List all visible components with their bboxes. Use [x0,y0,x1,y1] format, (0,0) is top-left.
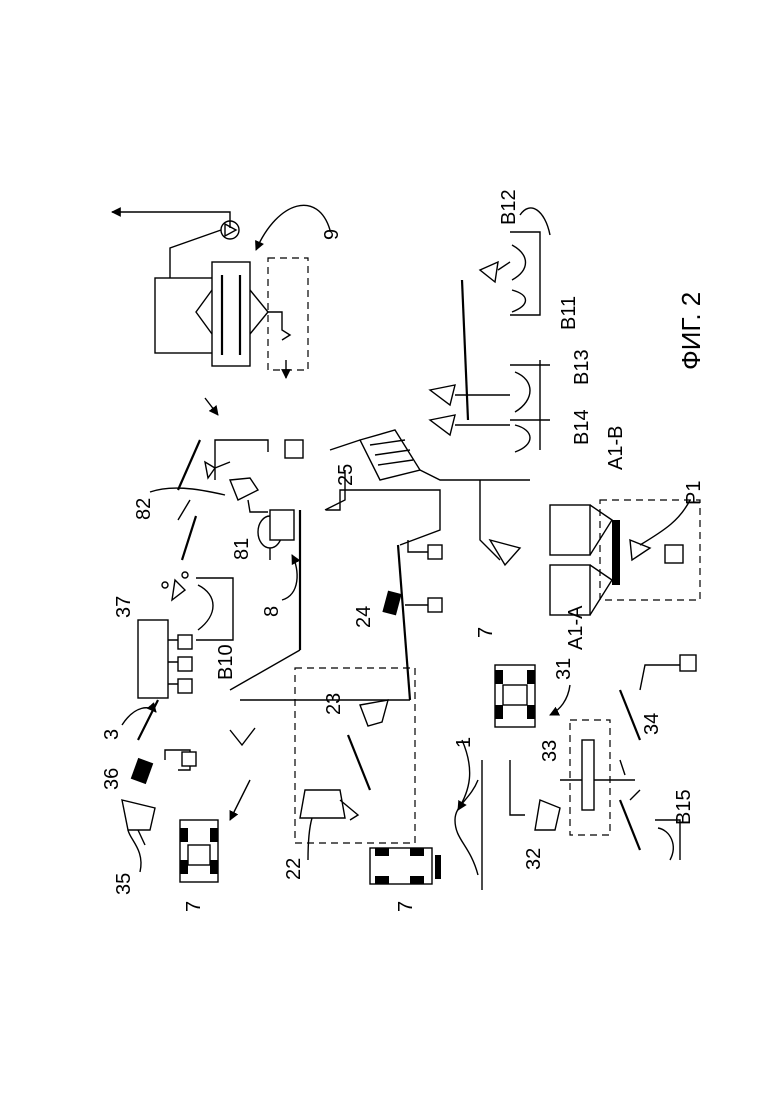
label-a1b: A1-B [605,426,627,470]
label-34: 34 [641,713,663,735]
conveyor-36 [131,700,196,784]
label-3: 3 [101,729,123,740]
label-33: 33 [539,740,561,762]
label-7-lower: 7 [395,901,417,912]
leader-82 [150,488,225,495]
label-25: 25 [335,464,357,486]
label-a1a: A1-A [565,605,587,650]
silos-a1 [480,480,700,615]
link-line-mid [326,490,440,545]
leader-22 [308,818,312,860]
feed-line-mid-left [230,728,255,745]
leader-arrow-1 [458,740,470,810]
label-23: 23 [323,693,345,715]
loader-7-middle [495,665,535,727]
system-31 [510,655,696,860]
hopper-35 [122,800,155,845]
label-8: 8 [261,606,283,617]
label-p1: P1 [683,481,705,505]
figure-caption: ФИГ. 2 [676,292,706,370]
leader-p1 [640,500,690,545]
leader-35 [128,830,141,872]
leader-b12 [520,208,550,235]
loader-7-lower [370,848,441,884]
bins-b13-b14 [430,360,550,452]
unit-37-screen [138,620,192,698]
label-36: 36 [101,768,123,790]
label-24: 24 [353,606,375,628]
label-b10: B10 [215,644,237,680]
label-7-middle: 7 [475,627,497,638]
label-9: 9 [321,229,343,240]
screen-25 [330,430,530,480]
label-31: 31 [553,658,575,680]
stockpile-1 [455,760,482,890]
label-22: 22 [283,858,305,880]
hopper-23 [348,700,388,790]
bins-b11-b12 [462,232,540,420]
unit-9-tank-system [112,212,308,378]
leader-arrow-31 [550,685,570,715]
label-b13: B13 [571,349,593,385]
label-35: 35 [113,873,135,895]
leader-arrow-8 [282,555,297,600]
crusher-24 [382,540,442,700]
label-b14: B14 [571,409,593,445]
bin-b10 [162,572,233,640]
label-b11: B11 [558,296,580,330]
label-7-upper: 7 [183,901,205,912]
flow-arrow-left [230,780,250,820]
label-82: 82 [133,498,155,520]
label-b15: B15 [673,789,695,825]
label-32: 32 [523,848,545,870]
loader-7-upper [180,820,218,882]
leader-arrow-9 [256,205,330,250]
label-37: 37 [113,596,135,618]
label-81: 81 [231,538,253,560]
silo-22 [300,790,358,820]
label-b12: B12 [498,189,520,225]
